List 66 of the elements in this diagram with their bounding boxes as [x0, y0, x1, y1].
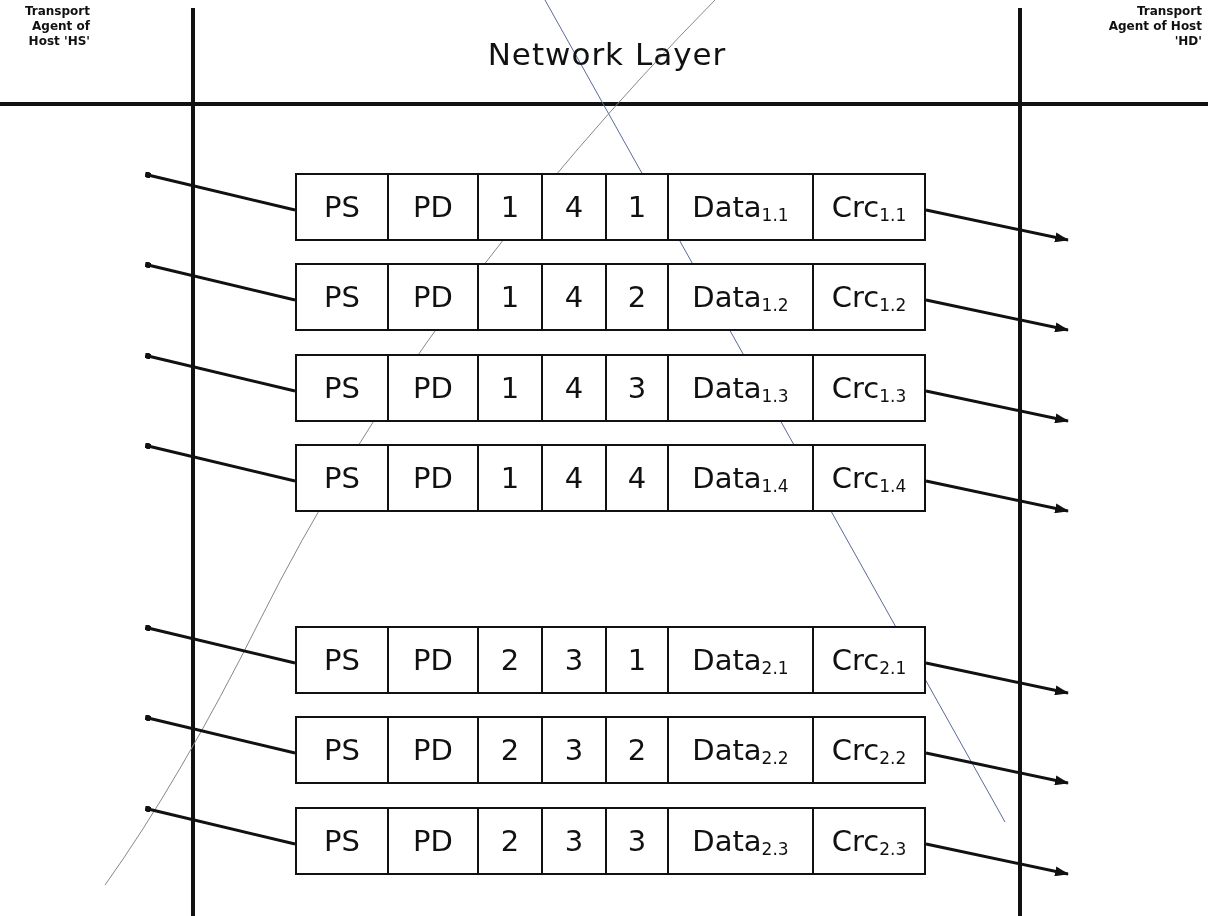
packet-field: PS [297, 446, 387, 510]
packet-field: 4 [541, 446, 605, 510]
packet-field: 4 [541, 175, 605, 239]
packet-field: Data$_{1.4}$ [667, 446, 812, 510]
packet-box [295, 263, 926, 331]
packet-field: PS [297, 175, 387, 239]
packet-field: 1 [605, 628, 667, 692]
packet-box [295, 807, 926, 875]
packet-box [295, 626, 926, 694]
packet-field: 4 [541, 265, 605, 329]
packet-field: Crc$_{2.1}$ [812, 628, 924, 692]
packet-field: PS [297, 265, 387, 329]
packet-field: Crc$_{1.4}$ [812, 446, 924, 510]
packet-field: PD [387, 809, 477, 873]
packet-field: PS [297, 628, 387, 692]
packet-field: 2 [477, 628, 541, 692]
packet-field: Crc$_{2.2}$ [812, 718, 924, 782]
packet-field: 3 [541, 809, 605, 873]
packet-field: Crc$_{1.3}$ [812, 356, 924, 420]
packet-field: 1 [605, 175, 667, 239]
packet-field: Crc$_{1.1}$ [812, 175, 924, 239]
packet-field: Data$_{1.3}$ [667, 356, 812, 420]
packet-field: PD [387, 175, 477, 239]
packet-field: Data$_{1.2}$ [667, 265, 812, 329]
packet-field: Data$_{2.3}$ [667, 809, 812, 873]
packet-field: PS [297, 809, 387, 873]
host-label: Transport Agent of Host 'HD' [1107, 4, 1202, 49]
packet-field: 1 [477, 356, 541, 420]
packet-field: 3 [605, 809, 667, 873]
packet-field: PD [387, 265, 477, 329]
packet-field: PS [297, 718, 387, 782]
packet-field: Data$_{2.2}$ [667, 718, 812, 782]
packet-field: 3 [541, 718, 605, 782]
packet-box [295, 173, 926, 241]
packet-box [295, 444, 926, 512]
packet-field: Data$_{1.1}$ [667, 175, 812, 239]
packet-field: 4 [605, 446, 667, 510]
arrow [925, 298, 1069, 333]
packet-field: Data$_{2.1}$ [667, 628, 812, 692]
packet-field: Crc$_{1.2}$ [812, 265, 924, 329]
layer-title: Network Layer [486, 36, 728, 72]
packet-field: 3 [541, 628, 605, 692]
packet-field: 4 [541, 356, 605, 420]
arrow [925, 751, 1069, 786]
arrow [925, 842, 1069, 877]
arrow [925, 208, 1069, 243]
packet-field: 2 [605, 718, 667, 782]
packet-field: 1 [477, 175, 541, 239]
packet-field: PD [387, 446, 477, 510]
packet-field: 3 [605, 356, 667, 420]
packet-field: PD [387, 718, 477, 782]
packet-field: 1 [477, 265, 541, 329]
arrow [925, 661, 1069, 696]
packet-field: 2 [477, 809, 541, 873]
host-label: Transport Agent of Host 'HS' [23, 4, 90, 49]
packet-box [295, 716, 926, 784]
packet-field: PD [387, 628, 477, 692]
packet-box [295, 354, 926, 422]
packet-field: PS [297, 356, 387, 420]
packet-field: Crc$_{2.3}$ [812, 809, 924, 873]
packet-field: 2 [605, 265, 667, 329]
arrow [925, 479, 1069, 514]
packet-field: PD [387, 356, 477, 420]
packet-field: 2 [477, 718, 541, 782]
packet-field: 1 [477, 446, 541, 510]
arrow [925, 389, 1069, 424]
